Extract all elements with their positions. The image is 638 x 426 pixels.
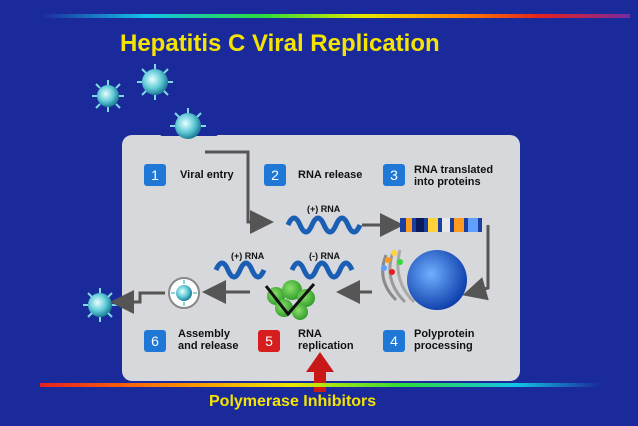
rainbow-divider-top bbox=[40, 14, 630, 18]
step-badge-4: 4 bbox=[383, 330, 405, 352]
rna-strand-plus-left bbox=[213, 260, 267, 280]
step-badge-2: 2 bbox=[264, 164, 286, 186]
step-label-polyprotein: Polyprotein processing bbox=[414, 328, 475, 352]
nucleus-icon bbox=[407, 250, 467, 310]
assembly-vesicle-icon bbox=[168, 277, 200, 309]
rna-label-plus-left: (+) RNA bbox=[231, 251, 265, 261]
inhibitor-arrow-icon bbox=[306, 352, 334, 392]
rna-strand-plus-top bbox=[285, 215, 363, 235]
polyprotein-bar bbox=[400, 218, 482, 232]
entry-arrow bbox=[205, 150, 274, 234]
step-badge-6: 6 bbox=[144, 330, 166, 352]
virus-icon bbox=[137, 64, 173, 100]
slide-title: Hepatitis C Viral Replication bbox=[120, 30, 440, 57]
rna-strand-minus bbox=[289, 260, 355, 280]
step-label-viral-entry: Viral entry bbox=[180, 169, 234, 181]
inhibitor-caption: Polymerase Inhibitors bbox=[209, 393, 377, 410]
release-arrow bbox=[110, 290, 165, 314]
step-label-rna-release: RNA release bbox=[298, 169, 363, 181]
virus-icon bbox=[92, 80, 124, 112]
step-badge-5: 5 bbox=[258, 330, 280, 352]
step-label-rna-translated: RNA translated into proteins bbox=[414, 164, 494, 188]
rainbow-divider-bottom bbox=[40, 383, 600, 387]
step-label-assembly: Assembly and release bbox=[178, 328, 239, 352]
step-label-rna-replication: RNA replication bbox=[298, 328, 354, 352]
processing-arrow bbox=[462, 225, 490, 301]
step-badge-3: 3 bbox=[383, 164, 405, 186]
virus-icon bbox=[170, 108, 206, 139]
polymerase-complex-icon bbox=[264, 280, 316, 320]
endoplasmic-reticulum-icon bbox=[381, 249, 416, 304]
protein-dots-icon bbox=[381, 250, 403, 275]
step-badge-1: 1 bbox=[144, 164, 166, 186]
virus-icon bbox=[83, 288, 117, 322]
rna-label-plus-top: (+) RNA bbox=[307, 204, 341, 214]
rna-label-minus: (-) RNA bbox=[309, 251, 340, 261]
